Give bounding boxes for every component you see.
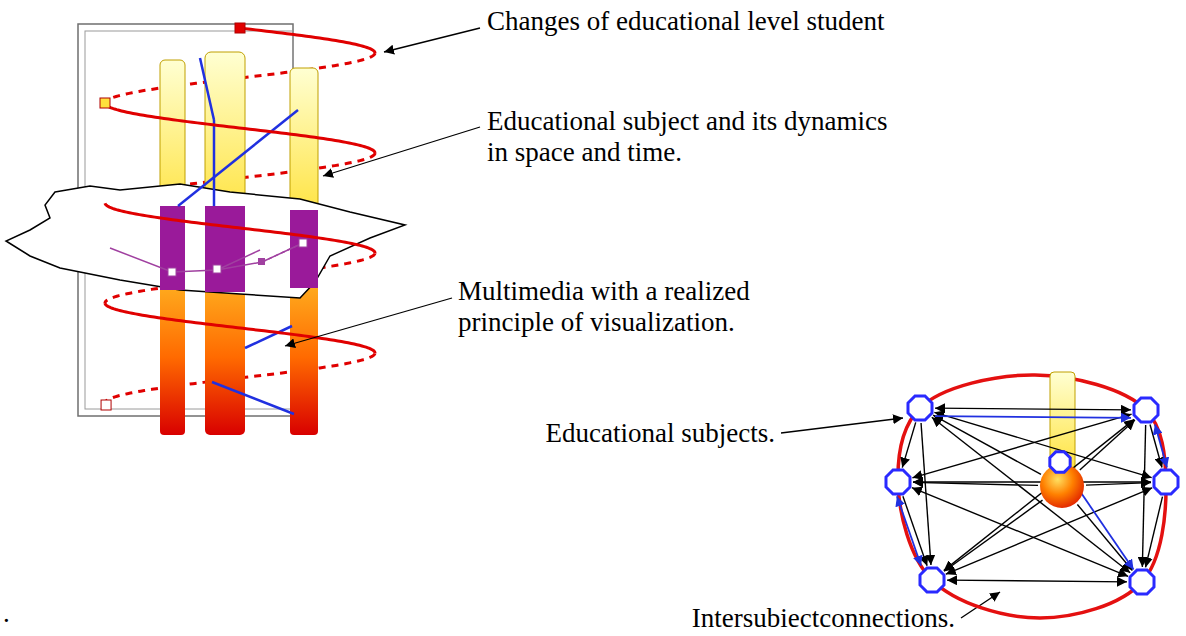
callout-label: Multimedia with a realized principle of … (458, 276, 778, 338)
intersubject-arrow (944, 419, 1135, 570)
callout-label: Educational subjects. (546, 418, 775, 449)
subject-link (200, 58, 214, 120)
helix-line (105, 203, 375, 253)
intersubject-arrow (935, 416, 1131, 418)
subject-octagon (1130, 570, 1154, 594)
intersubject-arrow (932, 417, 1130, 572)
helix-marker (101, 400, 111, 410)
subject-link (212, 382, 294, 414)
subject-ring (898, 375, 1166, 618)
intersubject-arrow (903, 496, 927, 566)
helix-marker (100, 98, 110, 108)
subject-column (160, 280, 185, 435)
intersubject-arrow (944, 500, 1042, 571)
plane-node (299, 239, 307, 247)
intersubject-arrow (1155, 424, 1167, 467)
subject-column (290, 68, 318, 220)
leader-arrow (781, 418, 903, 433)
leader-arrow (285, 298, 452, 346)
intersubject-arrow (1080, 420, 1135, 470)
leader-arrow (384, 28, 480, 52)
intersubject-arrow (913, 482, 1038, 485)
plane-node (258, 258, 265, 265)
subject-octagon (1134, 398, 1158, 422)
plane-node (168, 268, 176, 276)
helix-marker (235, 23, 245, 33)
intersubject-arrow (947, 580, 1127, 582)
leader-arrow (323, 127, 480, 176)
intersubject-arrow (1146, 497, 1163, 568)
subject-column (1050, 372, 1075, 472)
time-plane (6, 184, 405, 298)
intersubject-links (897, 408, 1167, 582)
subject-octagon (1154, 470, 1178, 494)
subject-ring (898, 375, 1166, 618)
subject-octagon (920, 568, 944, 592)
subject-column (205, 280, 245, 435)
plane-link (110, 243, 303, 272)
subject-link (213, 120, 216, 206)
plane-node (213, 265, 221, 273)
intersubject-arrow (912, 488, 1128, 577)
subject-octagon (1050, 452, 1070, 472)
intersubject-arrow (897, 496, 921, 566)
callout-label: Intersubiectconnections. (692, 603, 955, 634)
helix-front (105, 28, 375, 405)
intersubject-arrow (1077, 504, 1132, 570)
intersubject-arrow (902, 422, 915, 467)
column-section (205, 206, 245, 292)
plane-link (217, 250, 260, 270)
subject-octagon (908, 396, 932, 420)
helix-line (105, 303, 375, 353)
intersubject-arrow (913, 481, 1151, 482)
plane-link (262, 243, 303, 262)
intersubject-arrow (1086, 483, 1151, 486)
intersubject-arrow (935, 408, 1131, 410)
subject-octagon (886, 470, 910, 494)
callout-label: . (3, 598, 10, 629)
column-section (290, 210, 318, 288)
leader-arrow (961, 592, 1000, 618)
subject-octagons (886, 396, 1178, 594)
callout-label: Changes of educational level student (487, 6, 917, 37)
helix-line (105, 103, 375, 153)
helix-line (240, 28, 375, 53)
subject-column (290, 280, 318, 435)
intersubject-arrow (1142, 425, 1145, 567)
intersubject-arrow (912, 414, 1131, 478)
subject-link (178, 110, 298, 206)
callout-label: Educational subject and its dynamics in … (487, 106, 897, 168)
helix-marks (100, 23, 245, 410)
